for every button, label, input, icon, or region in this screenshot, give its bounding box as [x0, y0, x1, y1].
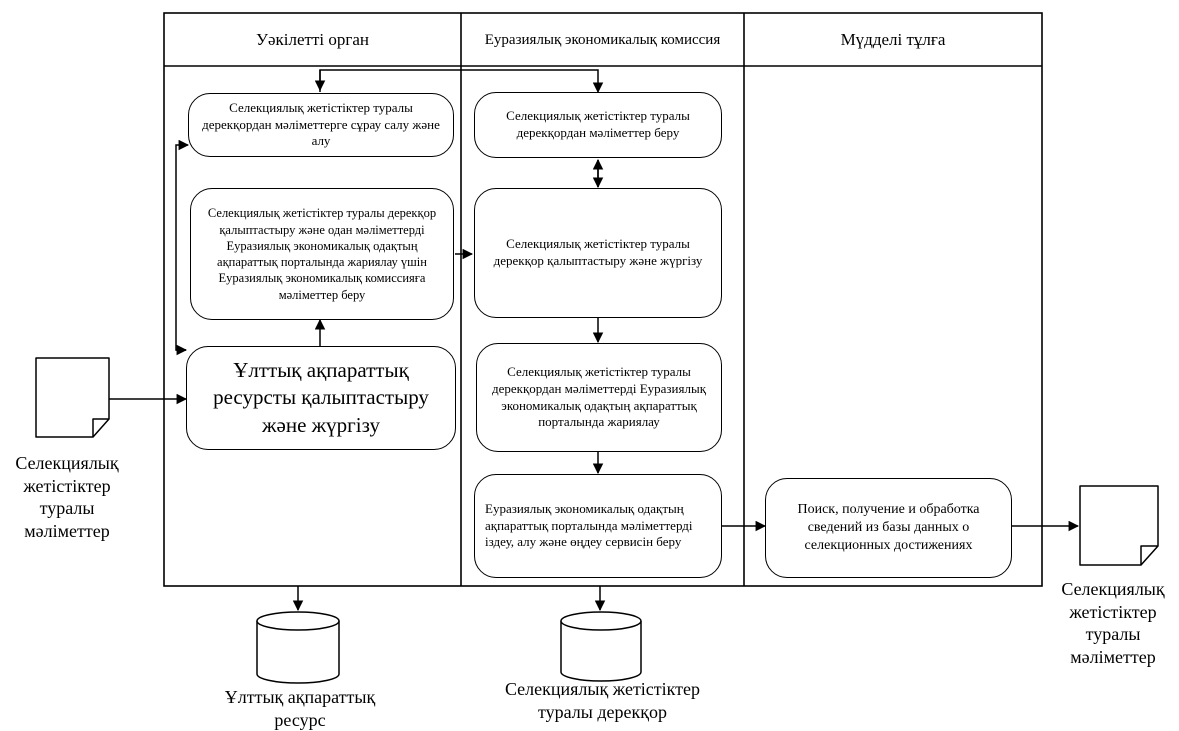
- lane-title-commission: Еуразиялық экономикалық комиссия: [484, 31, 721, 48]
- arrow-national-to-request: [175, 139, 190, 351]
- step-publish: Селекциялық жетістіктер туралы дерекқорд…: [476, 343, 722, 452]
- lane-title-interested: Мүдделі тұлға: [840, 30, 946, 49]
- national-db-label: Ұлттық ақпараттық ресурс: [224, 687, 376, 730]
- output-document-label: Селекциялық жетістіктер туралы мәліметте…: [1061, 579, 1165, 667]
- step-provide-data: Селекциялық жетістіктер туралы дерекқорд…: [474, 92, 722, 158]
- output-document-shape: [1079, 485, 1159, 566]
- input-document-shape: [35, 357, 110, 438]
- swimlane-frame: [163, 12, 1043, 587]
- step-request-data: Селекциялық жетістіктер туралы дерекқорд…: [188, 93, 454, 157]
- step-form-maintain-db: Селекциялық жетістіктер туралы дерекқор …: [474, 188, 722, 318]
- step-form-and-provide: Селекциялық жетістіктер туралы дерекқор …: [190, 188, 454, 320]
- selection-db-label: Селекциялық жетістіктер туралы дерекқор: [504, 679, 701, 722]
- step-search-receive: Поиск, получение и обработка сведений из…: [765, 478, 1012, 578]
- step-national-resource: Ұлттық ақпараттық ресурсты қалыптастыру …: [186, 346, 456, 450]
- selection-db-shape: [560, 611, 642, 682]
- arrow-request-up: [319, 69, 604, 94]
- input-document-label: Селекциялық жетістіктер туралы мәліметте…: [15, 453, 119, 541]
- lane-title-authority: Уәкілетті орган: [255, 30, 370, 49]
- national-db-shape: [256, 611, 340, 684]
- step-search-service: Еуразиялық экономикалық одақтың ақпаратт…: [474, 474, 722, 578]
